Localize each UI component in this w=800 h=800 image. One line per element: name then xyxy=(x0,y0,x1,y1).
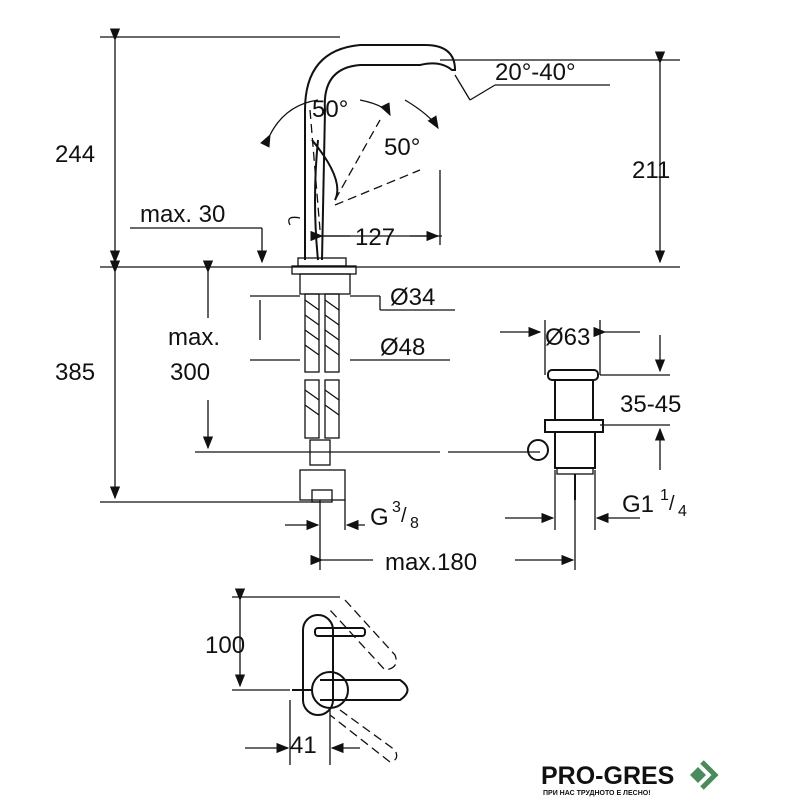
waste-height-label: 35-45 xyxy=(620,391,681,418)
thread-g-num: 3 xyxy=(392,499,401,516)
fraction-slash: / xyxy=(669,493,675,515)
logo-tagline: ПРИ НАС ТРУДНОТО Е ЛЕСНО! xyxy=(543,790,651,797)
hole-48-label: Ø48 xyxy=(380,334,425,361)
logo-diamond-icon xyxy=(690,767,706,783)
reach-label: 127 xyxy=(355,224,395,251)
max-300-label: 300 xyxy=(170,359,210,386)
thread-g-den: 8 xyxy=(410,515,419,532)
thread-g1-den: 4 xyxy=(678,503,687,520)
angle-lever-label-2: 50° xyxy=(384,134,420,161)
waste-diameter-label: Ø63 xyxy=(545,324,590,351)
height-below-label: 385 xyxy=(55,359,95,386)
height-spout-label: 211 xyxy=(632,157,670,184)
thread-g1-label: G1 xyxy=(622,491,654,518)
plan-100-label: 100 xyxy=(205,632,245,659)
hole-34-label: Ø34 xyxy=(390,284,435,311)
logo-chevron-icon xyxy=(700,760,719,790)
thread-g-label: G xyxy=(370,504,389,531)
plan-view xyxy=(232,588,409,765)
fraction-slash: / xyxy=(401,505,407,527)
dimension-labels: 20°-40° 50° 50° 244 211 max. 30 127 Ø34 … xyxy=(55,59,687,759)
waste-valve xyxy=(527,369,604,500)
plan-41-label: 41 xyxy=(290,732,317,759)
dimension-lines xyxy=(100,28,680,570)
max-180-label: max.180 xyxy=(385,549,477,576)
height-total-label: 244 xyxy=(55,141,95,168)
max-deck-label: max. 30 xyxy=(140,201,225,228)
thread-g1-num: 1 xyxy=(660,487,669,504)
angle-spout-label: 20°-40° xyxy=(495,59,576,86)
hoses xyxy=(291,265,357,503)
pro-gres-logo: PRO-GRES ПРИ НАС ТРУДНОТО Е ЛЕСНО! xyxy=(541,760,719,797)
max-label: max. xyxy=(168,324,220,351)
logo-name: PRO-GRES xyxy=(541,762,674,790)
angle-lever-label: 50° xyxy=(312,96,348,123)
